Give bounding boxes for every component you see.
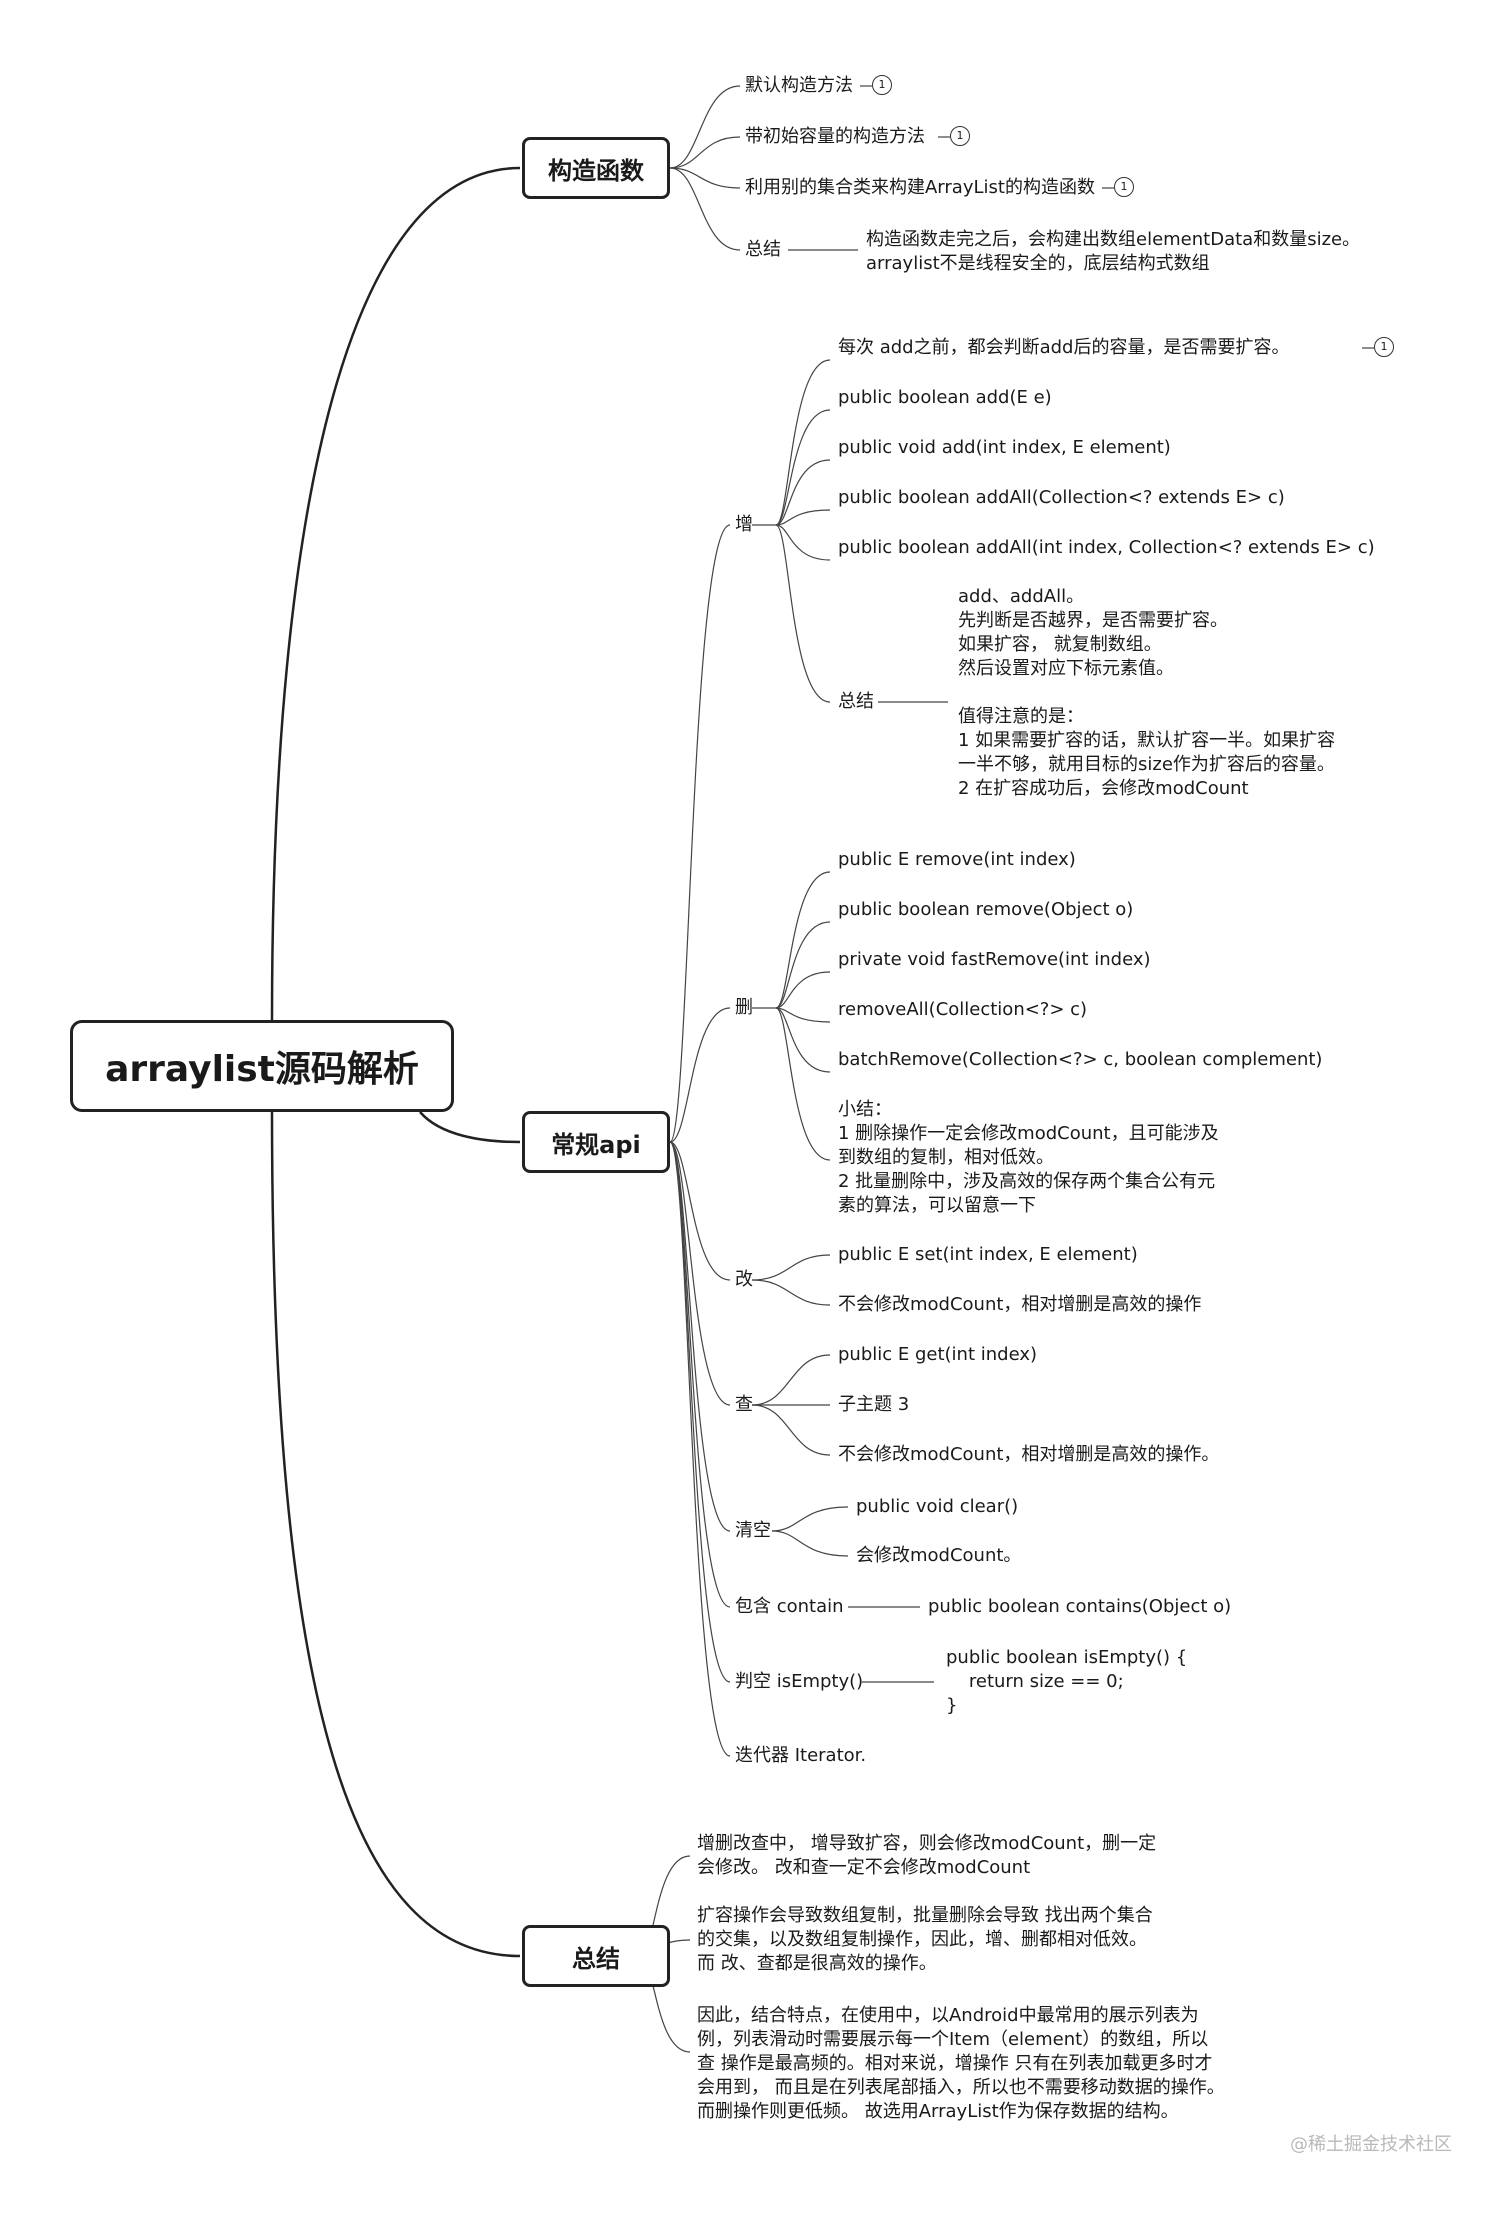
constructor-capacity[interactable]: 带初始容量的构造方法 [745, 126, 925, 147]
root-to-constructor [270, 166, 521, 1021]
isempty-item[interactable]: public boolean isEmpty() { return size =… [946, 1647, 1188, 1716]
api-isempty-label[interactable]: 判空 isEmpty() [735, 1671, 864, 1692]
contain-item[interactable]: public boolean contains(Object o) [928, 1596, 1232, 1617]
api-modify-label[interactable]: 改 [735, 1269, 753, 1290]
add-item[interactable]: public boolean addAll(int index, Collect… [838, 537, 1375, 558]
api-contain-label[interactable]: 包含 contain [735, 1596, 844, 1617]
constructor-summary-text[interactable]: 构造函数走完之后，会构建出数组elementData和数量size。 array… [866, 229, 1361, 274]
delete-item[interactable]: public boolean remove(Object o) [838, 899, 1134, 920]
query-item[interactable]: 不会修改modCount，相对增删是高效的操作。 [838, 1444, 1220, 1465]
add-summary-text[interactable]: add、addAll。 先判断是否越界，是否需要扩容。 如果扩容， 就复制数组。… [958, 586, 1336, 799]
query-item[interactable]: 子主题 3 [838, 1394, 910, 1415]
root-to-summary [270, 1111, 521, 1958]
collapse-count-icon[interactable]: 1 [1114, 177, 1134, 197]
delete-item[interactable]: private void fastRemove(int index) [838, 949, 1151, 970]
modify-item[interactable]: 不会修改modCount，相对增删是高效的操作 [838, 1294, 1202, 1315]
collapse-count-icon[interactable]: 1 [872, 75, 892, 95]
clear-item[interactable]: public void clear() [856, 1496, 1019, 1517]
clear-item[interactable]: 会修改modCount。 [856, 1545, 1022, 1566]
query-item[interactable]: public E get(int index) [838, 1344, 1038, 1365]
api-clear-label[interactable]: 清空 [735, 1520, 771, 1541]
add-summary-label[interactable]: 总结 [838, 691, 874, 712]
summary-paragraph[interactable]: 因此，结合特点，在使用中，以Android中最常用的展示列表为 例，列表滑动时需… [697, 2005, 1225, 2122]
collapse-count-icon[interactable]: 1 [1374, 337, 1394, 357]
delete-item[interactable]: public E remove(int index) [838, 849, 1076, 870]
api-delete-label[interactable]: 删 [735, 997, 753, 1018]
watermark: @稀土掘金技术社区 [1290, 2134, 1452, 2155]
constructor-node[interactable]: 构造函数 [522, 137, 670, 199]
add-item[interactable]: 每次 add之前，都会判断add后的容量，是否需要扩容。 [838, 337, 1290, 358]
api-add-label[interactable]: 增 [735, 514, 753, 535]
root-to-api [419, 1111, 521, 1144]
delete-note[interactable]: 小结： 1 删除操作一定会修改modCount，且可能涉及 到数组的复制，相对低… [838, 1099, 1219, 1216]
add-item[interactable]: public boolean add(E e) [838, 387, 1052, 408]
api-node[interactable]: 常规api [522, 1111, 670, 1173]
summary-paragraph[interactable]: 增删改查中， 增导致扩容，则会修改modCount，删一定 会修改。 改和查一定… [697, 1833, 1157, 1878]
root-node[interactable]: arraylist源码解析 [70, 1020, 454, 1112]
delete-item[interactable]: removeAll(Collection<?> c) [838, 999, 1088, 1020]
delete-item[interactable]: batchRemove(Collection<?> c, boolean com… [838, 1049, 1323, 1070]
api-query-label[interactable]: 查 [735, 1394, 753, 1415]
constructor-collection[interactable]: 利用别的集合类来构建ArrayList的构造函数 [745, 177, 1095, 198]
constructor-default[interactable]: 默认构造方法 [745, 75, 853, 96]
collapse-count-icon[interactable]: 1 [950, 126, 970, 146]
add-item[interactable]: public void add(int index, E element) [838, 437, 1171, 458]
api-iterator-label[interactable]: 迭代器 Iterator. [735, 1745, 867, 1766]
constructor-summary-label[interactable]: 总结 [745, 239, 781, 260]
summary-paragraph[interactable]: 扩容操作会导致数组复制，批量删除会导致 找出两个集合 的交集，以及数组复制操作，… [697, 1905, 1153, 1974]
modify-item[interactable]: public E set(int index, E element) [838, 1244, 1138, 1265]
summary-node[interactable]: 总结 [522, 1925, 670, 1987]
add-item[interactable]: public boolean addAll(Collection<? exten… [838, 487, 1285, 508]
